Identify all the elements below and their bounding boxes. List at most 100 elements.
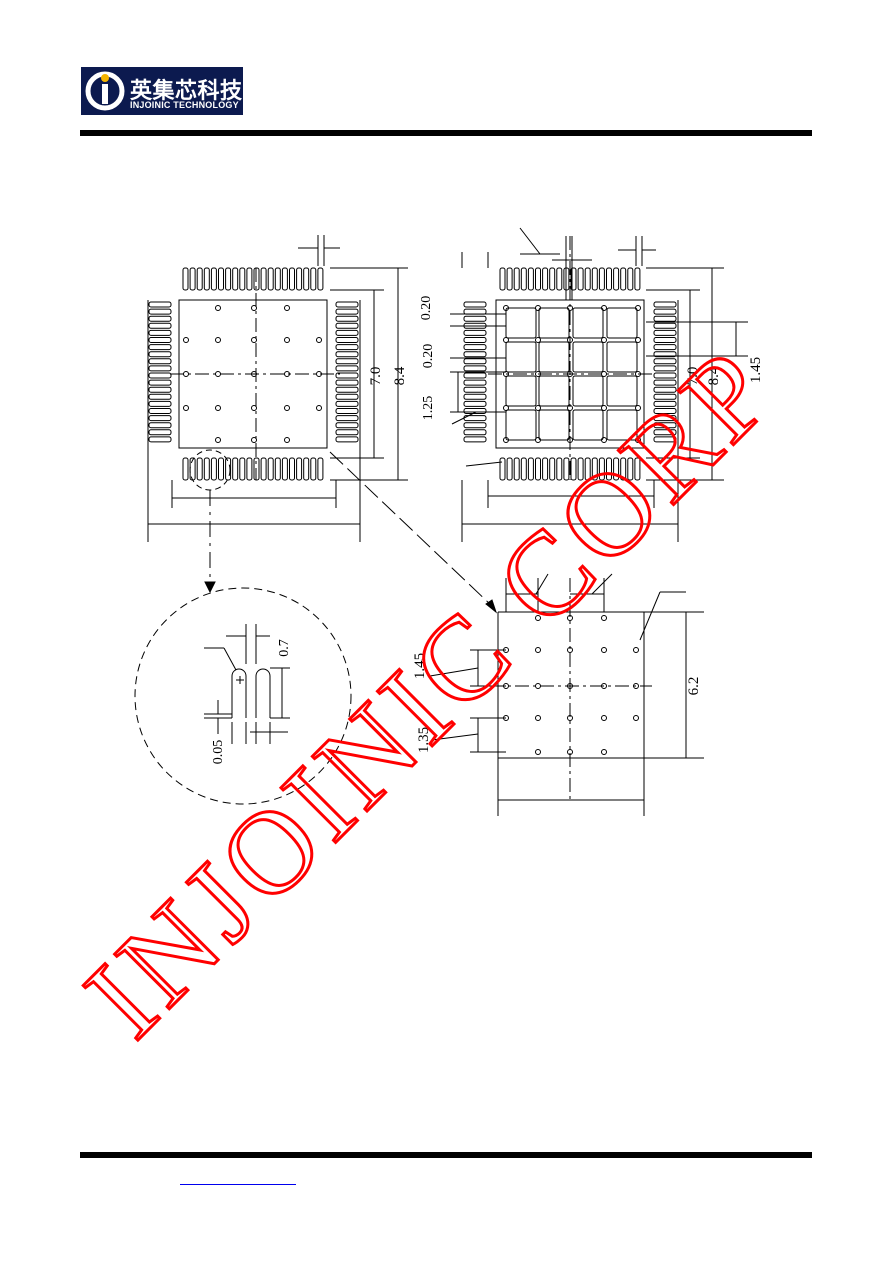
land-pad: [542, 267, 549, 291]
land-pad: [335, 329, 359, 336]
land-pad: [634, 457, 641, 481]
via-hole: [601, 715, 607, 721]
land-pad: [335, 337, 359, 343]
thermal-via: [284, 437, 290, 443]
left-top-pads: [182, 267, 324, 291]
stencil-aperture: [505, 375, 537, 407]
thermal-via: [251, 337, 257, 343]
right-dim-020-label: 0.20: [419, 296, 434, 321]
right-dim-leader: [519, 227, 541, 255]
via-hole: [601, 615, 607, 621]
land-pad: [335, 422, 359, 429]
land-pad: [335, 301, 359, 308]
stencil-aperture: [572, 375, 604, 407]
right-dim-leader: [451, 411, 477, 425]
land-pad: [148, 315, 172, 322]
thermal-via: [183, 405, 189, 411]
land-pad: [556, 457, 563, 481]
stencil-via: [535, 405, 541, 411]
land-pad: [335, 429, 359, 436]
stencil-via: [503, 337, 509, 343]
stencil-aperture: [505, 409, 537, 441]
land-pad: [335, 322, 359, 329]
thermal-via: [215, 305, 221, 311]
land-pad: [182, 267, 189, 291]
thermal-via: [251, 437, 257, 443]
land-pad: [335, 415, 359, 422]
land-pad: [620, 267, 627, 291]
stencil-via: [535, 305, 541, 311]
right-left-pads: [463, 301, 487, 443]
pad-detail-view: [134, 587, 352, 805]
thermal-via: [284, 405, 290, 411]
stencil-aperture: [572, 341, 604, 373]
land-pad: [463, 393, 487, 400]
right-right-pads: [653, 301, 677, 443]
detail-pad-2: [255, 668, 271, 718]
land-pad: [148, 322, 172, 329]
stencil-via: [601, 405, 607, 411]
thermal-via: [183, 337, 189, 343]
land-pad: [653, 365, 677, 372]
land-pad: [148, 415, 172, 422]
via-hole: [535, 749, 541, 755]
land-pad: [506, 267, 513, 291]
land-pad: [189, 267, 196, 291]
land-pad: [653, 372, 677, 379]
land-pad: [148, 429, 172, 436]
land-pad: [148, 400, 172, 407]
land-pad: [203, 457, 210, 481]
via-callout-leader: [329, 451, 493, 607]
via-dim-leader: [535, 573, 549, 595]
land-pad: [653, 351, 677, 358]
land-pad: [317, 267, 324, 291]
detail-leader: [223, 647, 237, 671]
footer-rule: [80, 1152, 812, 1158]
land-pad: [148, 308, 172, 315]
stencil-aperture: [606, 307, 638, 339]
footer-link[interactable]: [180, 1166, 296, 1185]
thermal-via: [215, 337, 221, 343]
land-pad: [463, 379, 487, 386]
land-pad: [577, 267, 584, 291]
thermal-via: [215, 437, 221, 443]
land-pad: [549, 457, 556, 481]
via-dim-leader: [431, 733, 479, 741]
land-pad: [653, 436, 677, 443]
land-pad: [653, 322, 677, 329]
land-pad: [335, 386, 359, 393]
thermal-via: [316, 337, 322, 343]
via-dim-62-label: 6.2: [686, 677, 702, 696]
land-pad: [148, 393, 172, 400]
land-pad: [232, 267, 239, 291]
stencil-via: [503, 305, 509, 311]
via-callout-leader: [639, 591, 661, 641]
land-pad: [463, 315, 487, 322]
logo-i-icon: [85, 71, 125, 111]
stencil-aperture: [538, 307, 570, 339]
land-pad: [335, 372, 359, 379]
right-top-pads: [499, 267, 641, 291]
right-dim-7-label: 7.0: [685, 367, 701, 386]
via-hole: [633, 647, 639, 653]
stencil-aperture: [505, 307, 537, 339]
land-pad: [148, 337, 172, 343]
land-pad: [335, 365, 359, 372]
thermal-via: [316, 405, 322, 411]
land-pad: [296, 267, 303, 291]
land-pad: [613, 267, 620, 291]
land-pad: [556, 267, 563, 291]
stencil-aperture: [538, 341, 570, 373]
company-logo: [81, 67, 243, 115]
right-dim-020-label-2: 0.20: [421, 344, 436, 369]
stencil-via: [601, 305, 607, 311]
land-pad: [463, 344, 487, 351]
land-pad: [281, 457, 288, 481]
detail-circle: [134, 587, 352, 805]
arrow-head: [204, 581, 216, 594]
land-pad: [520, 267, 527, 291]
land-pad: [653, 422, 677, 429]
land-pad: [274, 457, 281, 481]
via-hole: [601, 749, 607, 755]
land-pad: [584, 457, 591, 481]
